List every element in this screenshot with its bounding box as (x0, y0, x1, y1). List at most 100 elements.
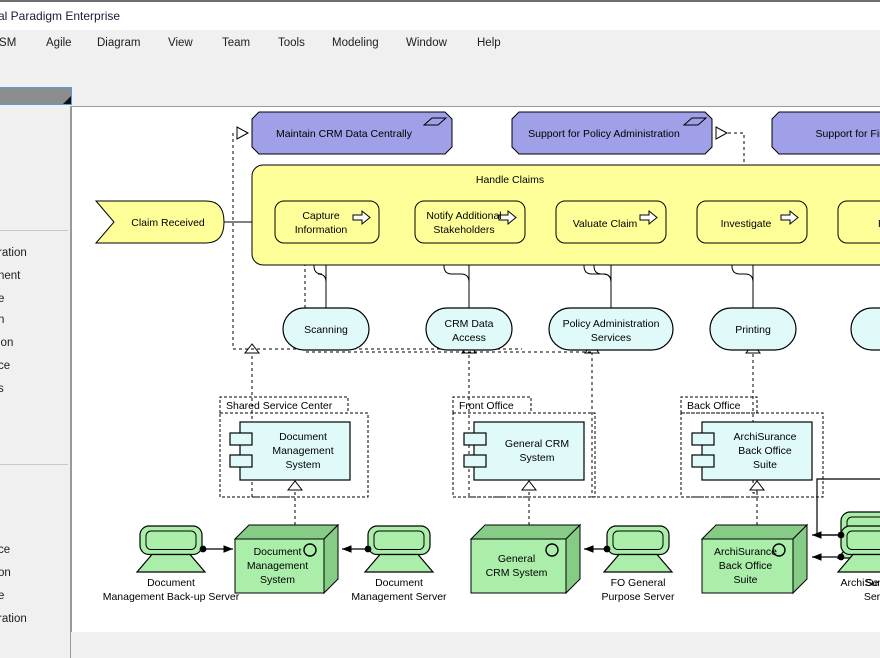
association-endpoint (364, 545, 372, 553)
goal-icon (682, 117, 708, 126)
component-label: System (285, 459, 320, 471)
sidebar-item[interactable]: e (0, 590, 4, 602)
support-for-financial[interactable]: Support for Financial (771, 111, 880, 155)
menu-item-team[interactable]: Team (222, 37, 251, 49)
sidebar-item[interactable]: e (0, 293, 4, 305)
device-screen-inner (145, 530, 197, 551)
sidebar-item[interactable]: ce (0, 544, 11, 556)
menu-item-tsm[interactable]: TSM (0, 37, 17, 49)
service-label: Printing (735, 324, 771, 336)
device-label: Management Back-up Server (103, 591, 240, 603)
support-for-policy-administration[interactable]: Support for Policy Administration (511, 111, 713, 155)
pay[interactable]: Pay (837, 200, 880, 244)
device-screen-inner (846, 530, 880, 551)
serving (731, 247, 754, 308)
node-label: Back Office (719, 560, 773, 572)
sidebar-item[interactable]: n (0, 314, 4, 326)
goal-icon (422, 117, 448, 126)
menu-item-help[interactable]: Help (477, 37, 501, 49)
menu-item-agile[interactable]: Agile (46, 37, 72, 49)
goal-shape (771, 111, 880, 155)
node-icon (545, 543, 559, 557)
front-office[interactable]: Front Office (452, 396, 596, 498)
serving (583, 247, 612, 308)
component-label: Management (272, 445, 333, 457)
device-label: Document (147, 577, 195, 589)
device-archisurance-server[interactable]: ArchiSuranceSer (836, 525, 880, 603)
sidebar-item[interactable]: on (0, 567, 11, 579)
realization-arrowhead (748, 480, 766, 491)
node-label: CRM System (486, 567, 548, 579)
device-label: Management Server (351, 591, 447, 603)
process-arrow-icon (352, 209, 371, 226)
component-label: ArchiSurance (733, 431, 796, 443)
process-label: Pay (878, 218, 880, 230)
document-tab-strip[interactable] (0, 87, 880, 106)
node-top (469, 524, 582, 540)
goal-label: Support for Policy Administration (528, 128, 680, 140)
component-label: Back Office (738, 445, 792, 457)
scanning[interactable]: Scanning (282, 307, 370, 351)
process-shape (696, 200, 808, 244)
menu-item-view[interactable]: View (168, 37, 193, 49)
process-label: Information (295, 224, 348, 236)
sidebar-item[interactable]: ion (0, 337, 14, 349)
process-label: Stakeholders (433, 224, 494, 236)
device-label: ArchiSurance (840, 577, 880, 589)
node-label: ArchiSurance (714, 546, 777, 558)
investigate[interactable]: Investigate (696, 200, 808, 244)
device-label: FO General (611, 577, 666, 589)
sidebar-item[interactable]: ration (0, 247, 27, 259)
sidebar-item[interactable]: nent (0, 270, 21, 282)
valuate-claim[interactable]: Valuate Claim (555, 200, 667, 244)
node-top (700, 524, 809, 540)
menu-item-tools[interactable]: Tools (278, 37, 305, 49)
serving (313, 247, 327, 308)
service-label: Scanning (304, 324, 348, 336)
claim-received[interactable]: Claim Received (94, 200, 225, 244)
goal-label: Maintain CRM Data Centrally (276, 128, 413, 140)
realization-arrowhead (715, 126, 729, 140)
menu-bar[interactable]: TSM Agile Diagram View Team Tools Modeling Wind… (0, 30, 880, 59)
process-arrow-icon (639, 209, 658, 226)
sidebar-item[interactable]: ce (0, 360, 11, 372)
left-tool-panel[interactable]: rationnentenioncesceoneration (0, 106, 71, 658)
association-endpoint (603, 545, 611, 553)
node-icon (772, 543, 786, 557)
menu-item-window[interactable]: Window (406, 37, 447, 49)
back-office[interactable]: Back Office (680, 396, 824, 498)
component-label: Document (279, 431, 327, 443)
group-label: Shared Service Center (226, 400, 333, 412)
menu-item-modeling[interactable]: Modeling (332, 37, 379, 49)
sidebar-item[interactable]: s (0, 383, 4, 395)
maintain-crm-data-centrally[interactable]: Maintain CRM Data Centrally (251, 111, 453, 155)
financial-services[interactable]: FiS (850, 307, 880, 351)
group-tab (680, 396, 758, 414)
toolbar-strip[interactable] (0, 58, 880, 87)
window-title: al Paradigm Enterprise (0, 9, 121, 23)
menu-item-diagram[interactable]: Diagram (97, 37, 141, 49)
active-document-tab[interactable] (0, 87, 72, 105)
node-label: Management (247, 560, 308, 572)
printing[interactable]: Printing (709, 307, 797, 351)
sidebar-item[interactable]: ration (0, 613, 27, 625)
service-shape (425, 307, 513, 351)
group-label: Front Office (459, 400, 514, 412)
diagram-canvas[interactable]: Maintain CRM Data Centrally Support for P… (71, 106, 880, 633)
shared-service-center[interactable]: Shared Service Center (219, 396, 369, 498)
component-tab (691, 432, 715, 446)
group-body (452, 412, 596, 498)
